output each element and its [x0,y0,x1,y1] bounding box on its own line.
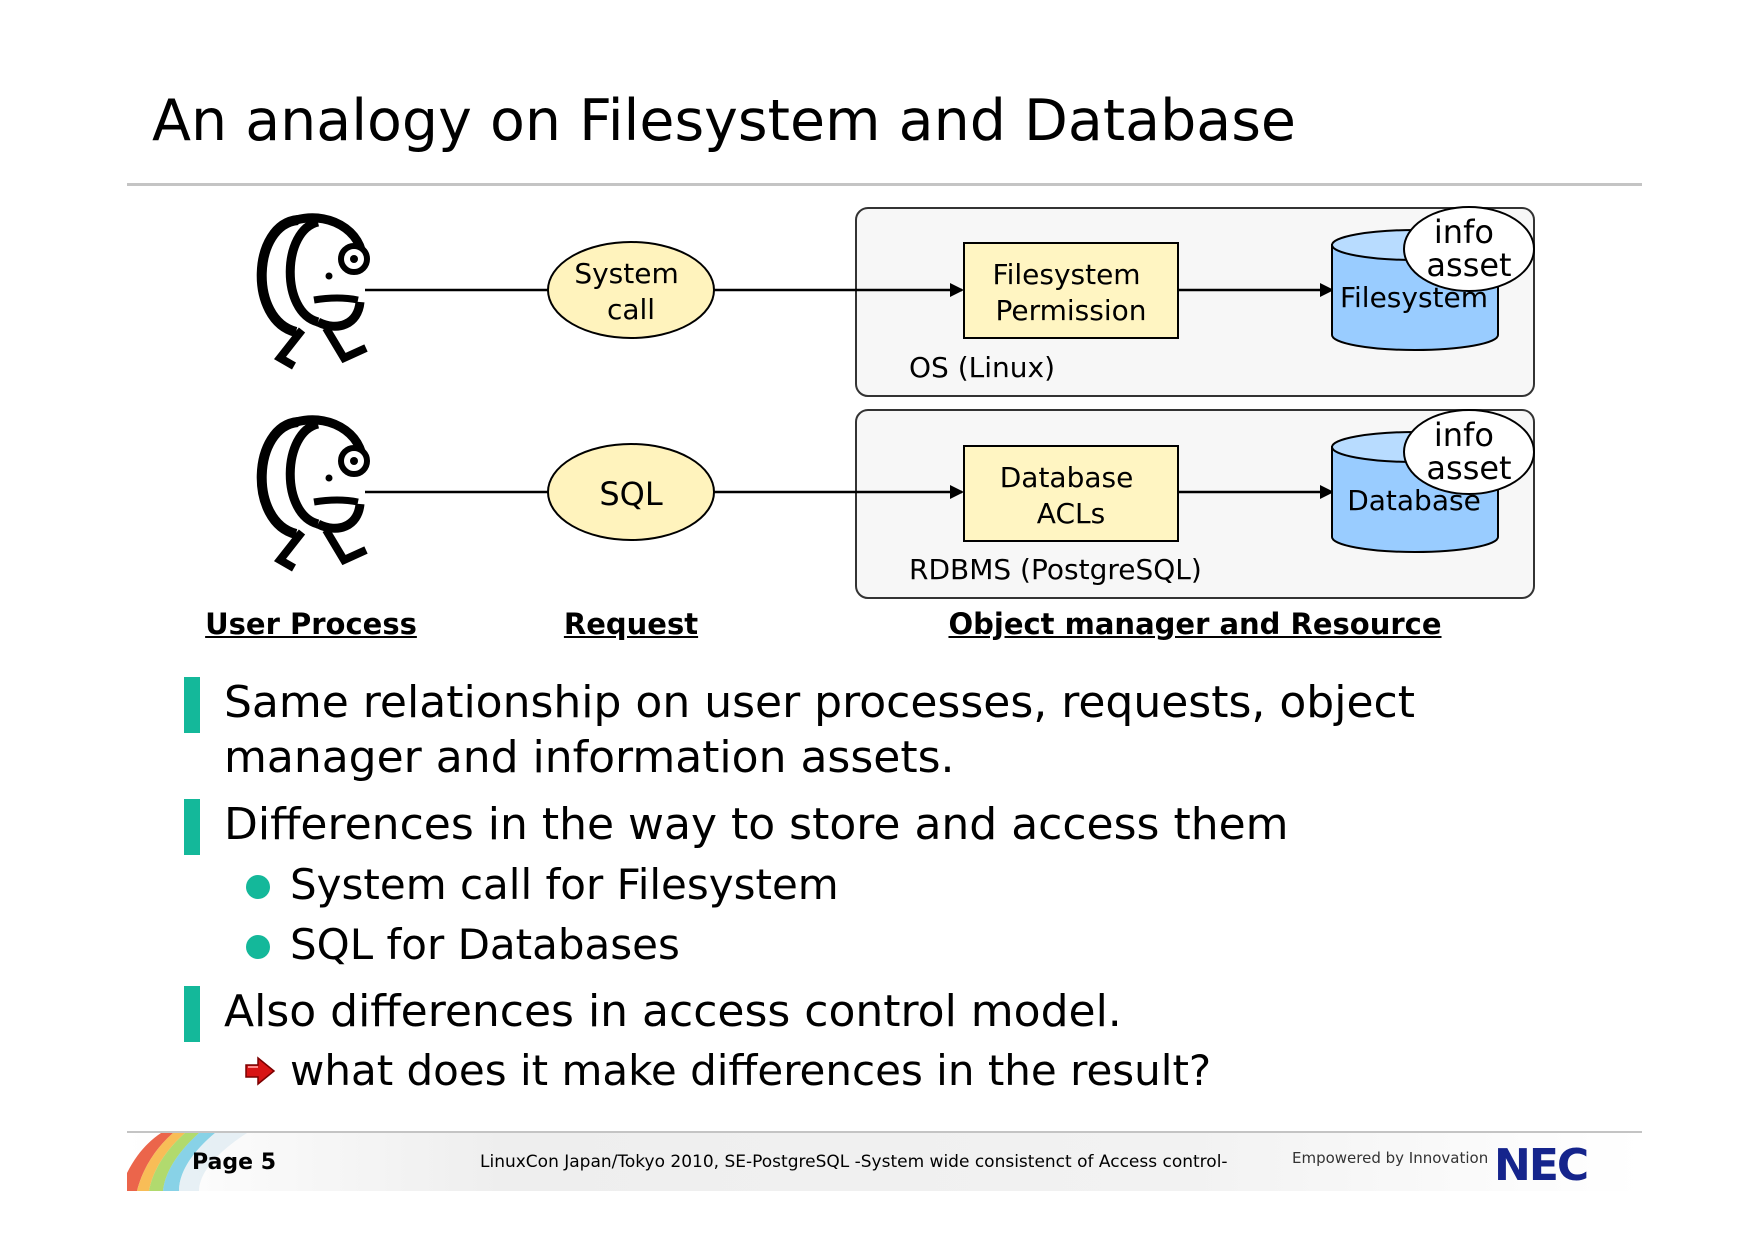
badge-2-line-1: info [1434,416,1494,454]
resource-2-label: Database [1347,484,1481,517]
bullet-dot-icon [246,935,270,959]
user-process-icon-1 [262,218,367,366]
svg-text:Database ACLs: Database ACLs [1000,461,1143,530]
sub-bullet-1-text: System call for Filesystem [290,860,839,909]
svg-text:info asset: info asset [1426,416,1511,487]
bullet-bar [184,677,200,733]
badge-1-line-1: info [1434,213,1494,251]
svg-text:System call: System call [574,257,687,326]
footer-tagline: Empowered by Innovation [1292,1149,1489,1167]
request-2-label: SQL [599,475,663,513]
manager-2-line-2: ACLs [1037,497,1105,530]
bullet-bar [184,799,200,855]
slide-title: An analogy on Filesystem and Database [152,88,1296,154]
column-header-object-manager: Object manager and Resource [948,607,1442,641]
request-1-line-1: System [574,257,678,290]
manager-box-1 [963,242,1179,339]
title-divider [127,183,1642,186]
bullet-bar [184,986,200,1042]
request-ellipse-2 [547,443,715,541]
info-asset-badge-1 [1403,206,1535,292]
column-header-user-process: User Process [205,607,417,641]
footer-band [127,1133,1642,1191]
badge-2-line-2: asset [1426,449,1511,487]
bullet-3-text: Also differences in access control model… [224,986,1122,1037]
column-header-request: Request [563,607,699,641]
request-1-line-2: call [607,293,655,326]
rdbms-container-label: RDBMS (PostgreSQL) [909,553,1202,586]
manager-box-2 [963,445,1179,542]
rainbow-swoosh-icon [127,1133,247,1191]
footer-event-text: LinuxCon Japan/Tokyo 2010, SE-PostgreSQL… [480,1152,1228,1172]
sub-bullet-2-text: SQL for Databases [290,920,680,969]
resource-1-label: Filesystem [1340,281,1488,314]
bullet-dot-icon [246,875,270,899]
page-number: Page 5 [192,1150,277,1175]
nec-logo: NEC [1494,1140,1589,1191]
badge-1-line-2: asset [1426,246,1511,284]
svg-text:info asset: info asset [1426,213,1511,284]
manager-1-line-2: Permission [995,294,1146,327]
request-ellipse-1 [547,241,715,339]
bullet-2-text: Differences in the way to store and acce… [224,799,1289,850]
user-process-icon-2 [262,420,367,568]
sub-bullet-3-text: what does it make differences in the res… [290,1046,1212,1095]
footer-divider [127,1131,1642,1133]
manager-2-line-1: Database [1000,461,1134,494]
os-container-label: OS (Linux) [909,351,1055,384]
red-right-arrow-icon [245,1056,276,1086]
svg-text:Filesystem Permission: Filesystem Permission [993,258,1150,327]
manager-1-line-1: Filesystem [993,258,1141,291]
info-asset-badge-2 [1403,409,1535,495]
bullet-1-text: Same relationship on user processes, req… [224,677,1415,783]
